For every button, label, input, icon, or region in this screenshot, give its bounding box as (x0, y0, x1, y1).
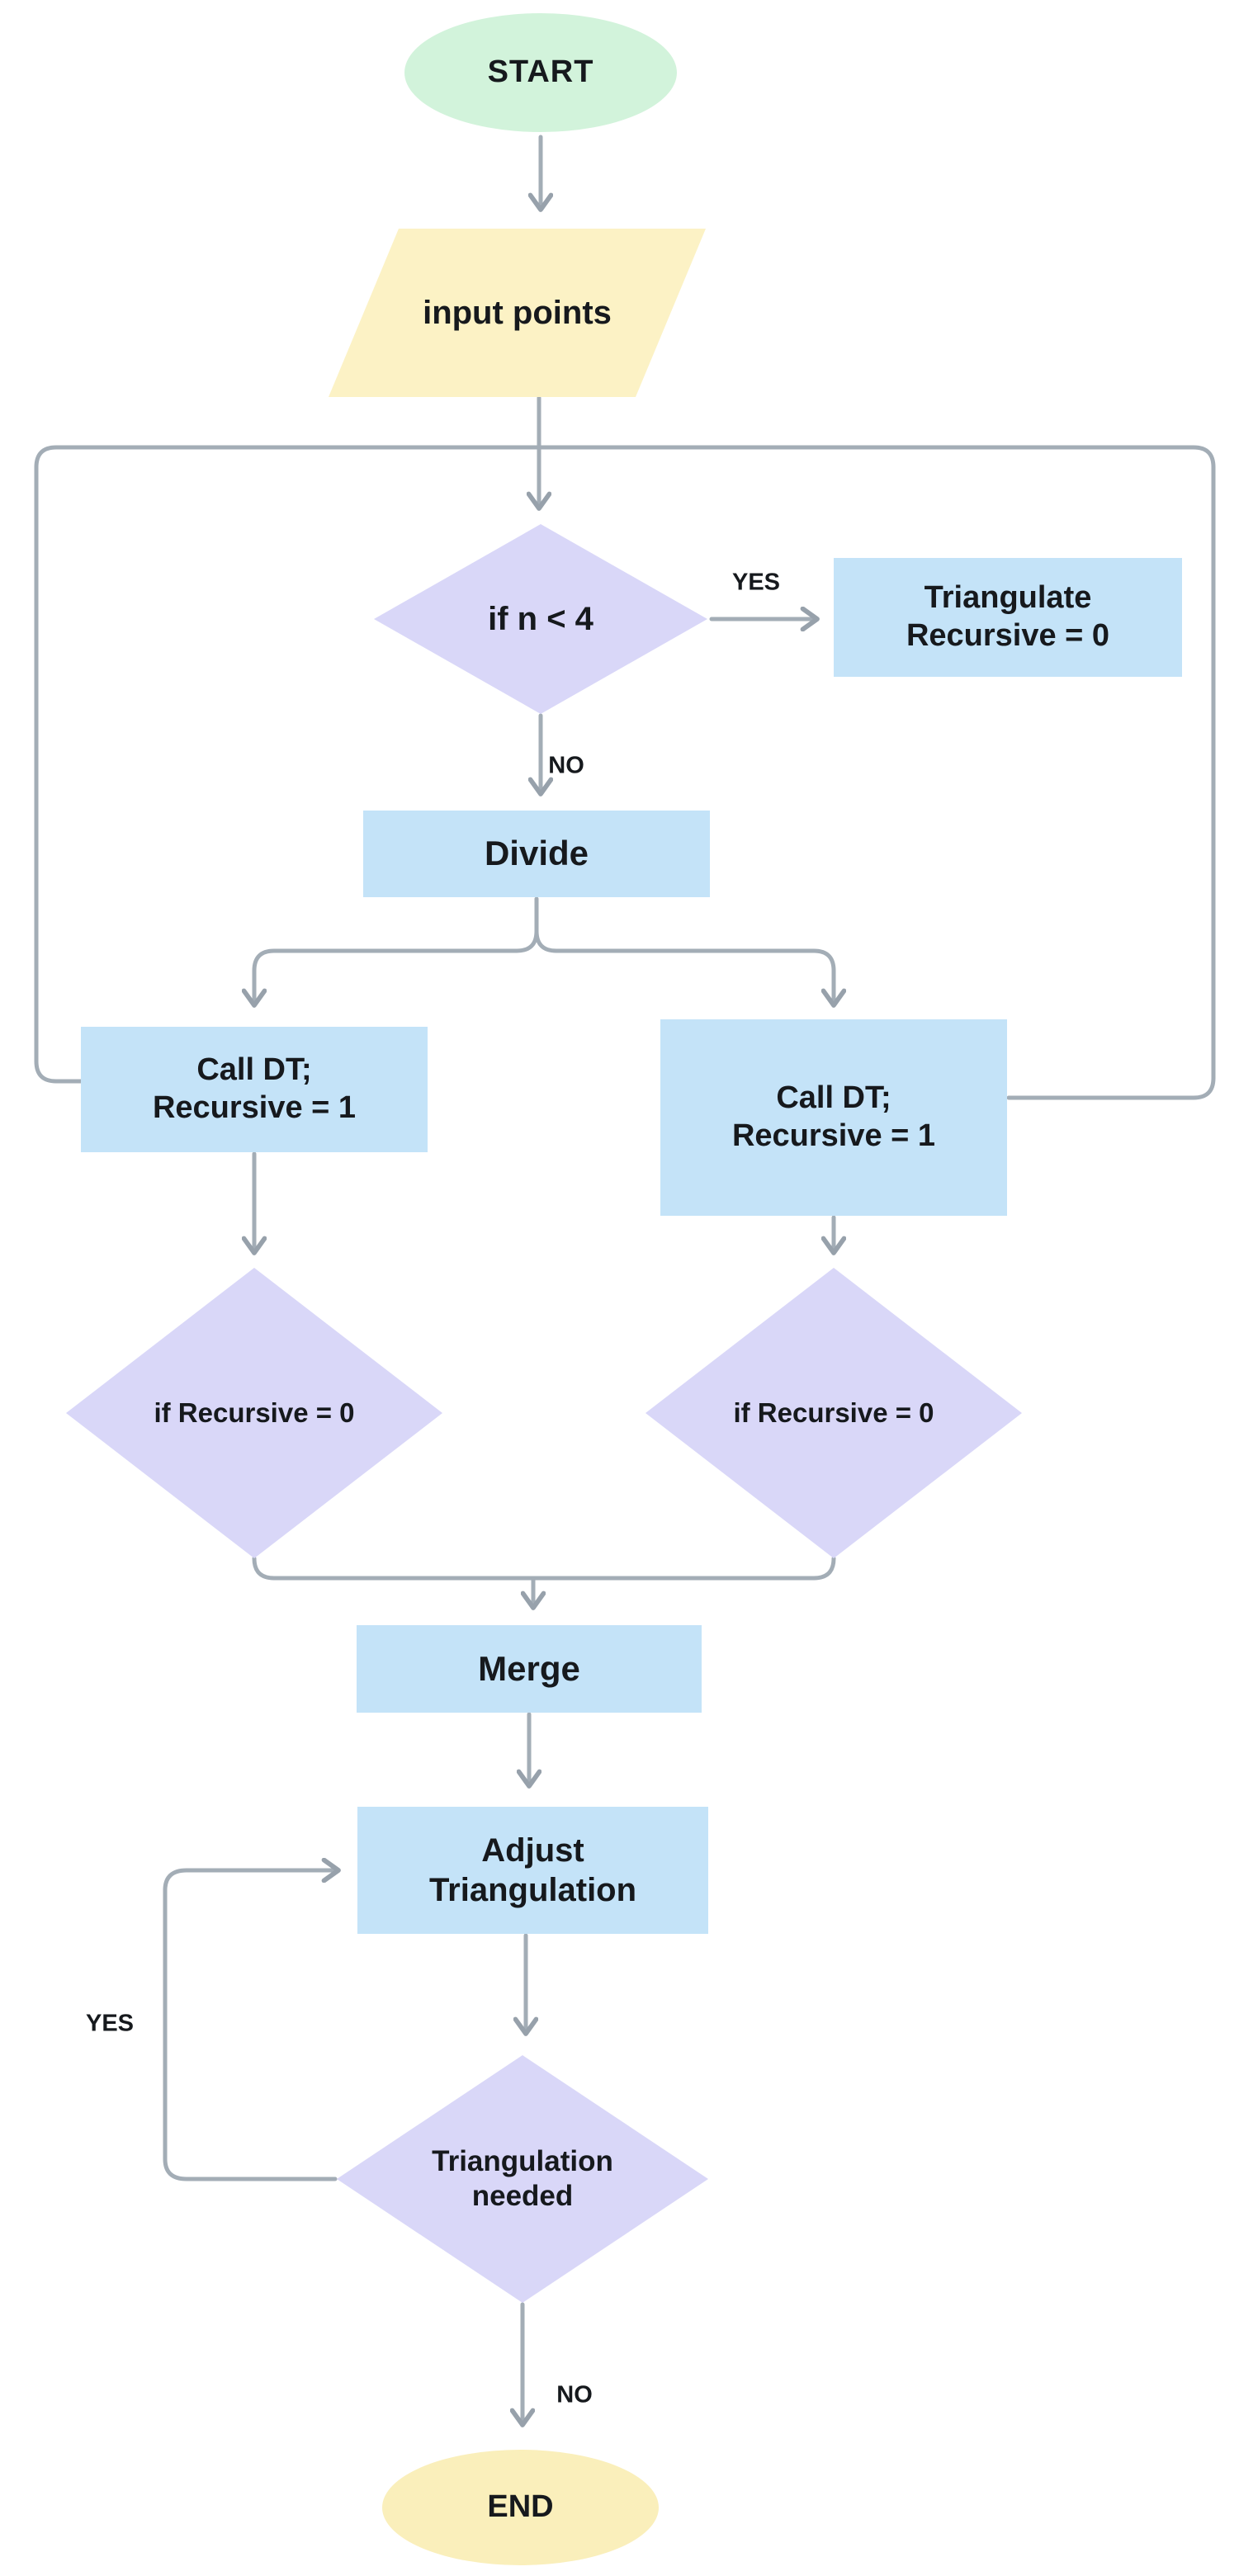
node-merge: Merge (357, 1625, 702, 1713)
decision-triangulation-needed-line2: needed (471, 2180, 574, 2212)
edge-label-yes-bottom: YES (85, 2010, 135, 2037)
decision-triangulation-needed-line1: Triangulation (432, 2145, 613, 2177)
decision-if-recursive-0-left-label: if Recursive = 0 (154, 1397, 355, 1429)
node-adjust-triangulation: Adjust Triangulation (357, 1807, 708, 1934)
node-input-points-label: input points (423, 295, 612, 331)
node-triangulate: Triangulate Recursive = 0 (834, 558, 1182, 677)
node-call-dt-right-line2: Recursive = 1 (731, 1118, 936, 1153)
node-triangulate-line2: Recursive = 0 (906, 618, 1110, 653)
node-divide-label: Divide (484, 834, 589, 873)
node-call-dt-left-line1: Call DT; (196, 1052, 312, 1088)
node-adjust-line1: Adjust (481, 1832, 584, 1869)
node-adjust-line2: Triangulation (428, 1872, 637, 1908)
node-start-label: START (487, 54, 594, 90)
edge-label-no-bottom: NO (556, 2381, 593, 2408)
node-call-dt-right-line1: Call DT; (776, 1080, 891, 1116)
node-end: END (382, 2450, 659, 2565)
node-call-dt-left: Call DT; Recursive = 1 (81, 1027, 428, 1152)
node-end-label: END (487, 2489, 554, 2525)
node-call-dt-right: Call DT; Recursive = 1 (660, 1019, 1007, 1216)
edge-label-no-top: NO (548, 752, 584, 779)
node-call-dt-left-line2: Recursive = 1 (152, 1090, 357, 1125)
node-input-points: input points (329, 229, 706, 397)
edge-label-yes-top: YES (731, 569, 781, 596)
node-divide: Divide (363, 811, 710, 897)
node-triangulate-line1: Triangulate (924, 580, 1092, 616)
decision-if-recursive-0-right-label: if Recursive = 0 (733, 1397, 934, 1429)
decision-if-n-lt-4-label: if n < 4 (488, 601, 593, 637)
node-merge-label: Merge (478, 1648, 580, 1688)
node-start: START (404, 13, 677, 132)
